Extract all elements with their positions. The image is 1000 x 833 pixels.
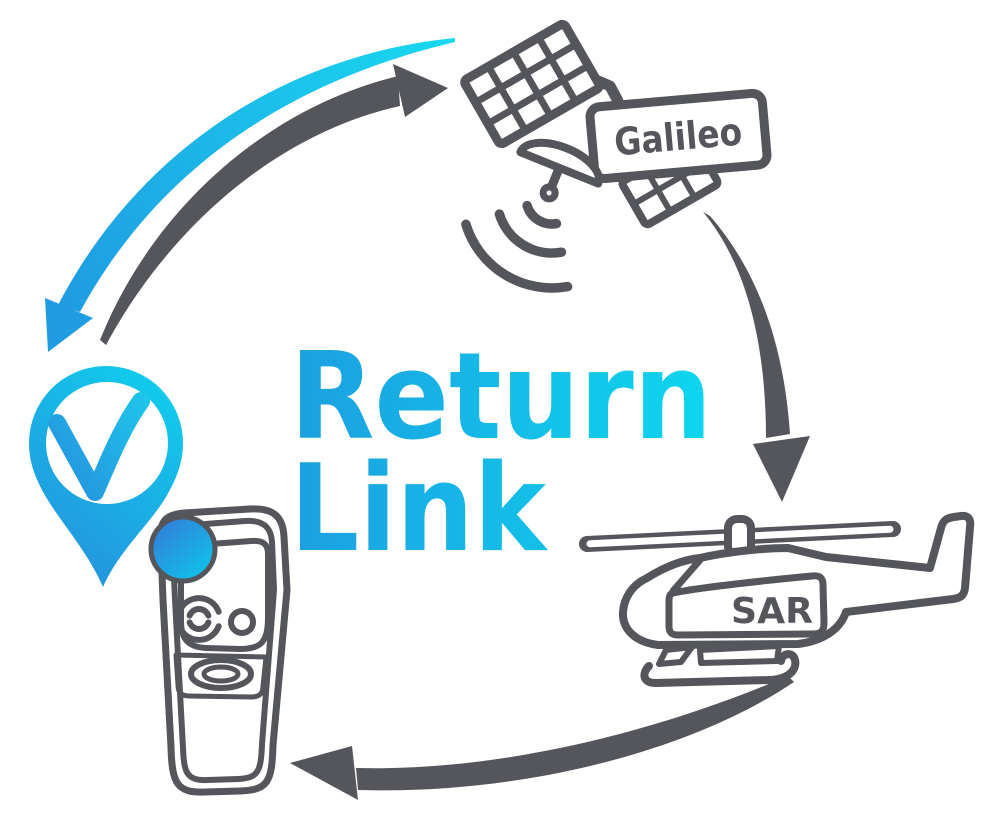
beacon-grille-inner [201,664,241,684]
signal-waves-icon [461,200,573,293]
return-link-arrowhead [45,298,93,352]
uplink-arrowhead [393,64,448,117]
acknowledgement-dot [148,514,218,584]
galileo-satellite-icon: Galileo [460,19,772,293]
heading-line1: Return [290,328,712,467]
satellite-solar-panel-upper [460,19,604,149]
helicopter-skids [640,643,800,687]
beacon-button [228,608,256,636]
location-pin-check-icon [29,366,183,587]
checkmark-icon [48,392,150,501]
beacon-lower-panel [173,652,269,700]
downlink-arrow [703,212,810,502]
uplink-arrow-shaft [100,76,400,345]
uplink-arrow [100,64,448,345]
beacon-grille-outer [188,657,254,691]
helicopter-door-panel [665,572,828,639]
heading-line2: Link [290,440,549,579]
satellite-dish-icon [516,138,603,203]
helicopter-windshield-line [669,556,704,595]
satellite-body: Galileo [585,88,772,184]
beacon-speaker-rings [176,595,222,643]
downlink-arrowhead [753,436,810,502]
helicopter-label: SAR [731,591,813,632]
rescue-arrow [290,676,794,800]
downlink-arrow-shaft [703,212,790,438]
sar-helicopter-icon: SAR [579,511,975,687]
rescue-arrowhead [290,746,358,800]
return-link-arrow [45,38,455,352]
rescue-arrow-shaft [356,676,794,791]
